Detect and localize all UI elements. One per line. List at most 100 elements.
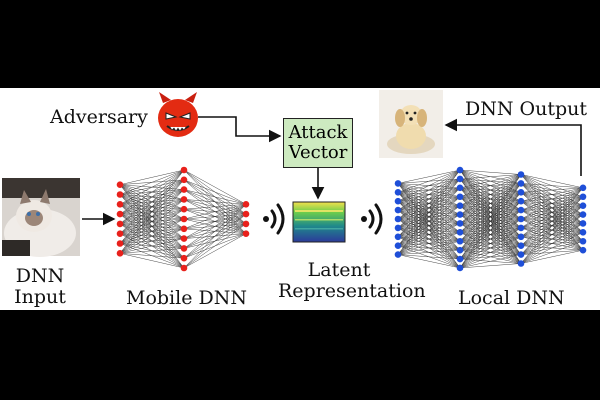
mobile-dnn-edge (119, 169, 185, 205)
local-dnn-node (456, 229, 464, 236)
local-dnn-node (456, 220, 464, 227)
mobile-dnn-node (180, 166, 188, 174)
local-dnn-label: Local DNN (458, 287, 565, 309)
mobile-dnn-edge (183, 204, 247, 220)
local-dnn-node (579, 246, 587, 254)
local-dnn-edge (397, 241, 461, 255)
local-dnn-edge (459, 218, 522, 269)
local-dnn-edge (520, 232, 584, 264)
wireless-signal-icon-left (263, 203, 285, 235)
local-dnn-node (517, 206, 525, 214)
local-dnn-node (517, 224, 525, 232)
mobile-dnn-edge (183, 204, 247, 259)
local-dnn-edge (459, 245, 522, 269)
local-dnn-edge (520, 187, 584, 211)
mobile-dnn-node (180, 176, 188, 184)
mobile-dnn-edge (119, 169, 185, 195)
local-dnn-edge (397, 169, 461, 220)
local-dnn-edge (397, 232, 461, 255)
local-dnn-edge (397, 169, 461, 255)
local-dnn-edge (520, 187, 584, 255)
mobile-dnn-edge (119, 189, 185, 254)
mobile-dnn-node (116, 220, 124, 228)
mobile-dnn-edge (119, 238, 185, 254)
local-dnn-node (456, 246, 464, 254)
mobile-dnn-node (116, 250, 124, 257)
local-dnn-node (517, 215, 525, 223)
local-dnn-edge (397, 169, 461, 211)
local-dnn-node (517, 251, 525, 258)
local-dnn-node (456, 166, 464, 174)
local-dnn-edge (397, 169, 461, 184)
mobile-dnn-edge (183, 204, 247, 269)
mobile-dnn-edge (119, 248, 185, 254)
local-dnn-edge (520, 249, 584, 264)
local-dnn-edge (459, 174, 522, 180)
mobile-dnn-node (116, 230, 124, 237)
local-dnn-node (456, 202, 464, 209)
mobile-dnn-node (116, 201, 124, 208)
local-dnn-edge (397, 169, 461, 229)
mobile-dnn-edge (183, 213, 247, 269)
mobile-dnn-node (180, 215, 188, 223)
local-dnn-node (517, 197, 525, 205)
mobile-dnn-edge (183, 169, 247, 205)
mobile-dnn-node (116, 210, 124, 218)
local-dnn-edge (459, 174, 522, 260)
mobile-dnn-edge (119, 169, 185, 244)
local-dnn-edge (520, 205, 584, 264)
mobile-dnn-edge (183, 199, 247, 205)
local-dnn-edge (520, 187, 584, 229)
mobile-dnn-edge (119, 199, 185, 254)
local-dnn-edge (520, 187, 584, 264)
mobile-dnn-edge (183, 223, 247, 269)
local-dnn-node (394, 251, 402, 258)
local-dnn-node (394, 189, 402, 196)
latent-representation-label: Latent Representation (278, 260, 426, 302)
local-dnn-edge (520, 187, 584, 193)
local-dnn-node (456, 184, 464, 192)
dnn-input-label-line2: Input (14, 286, 66, 308)
dnn-input-label: DNN Input (10, 266, 70, 308)
mobile-dnn-node (116, 240, 124, 247)
local-dnn-node (579, 211, 587, 218)
local-dnn-node (456, 193, 464, 201)
local-dnn-node (456, 237, 464, 245)
local-dnn-edge (459, 227, 522, 269)
latent-label-line2: Representation (278, 280, 426, 302)
local-dnn-node (517, 242, 525, 249)
local-dnn-node (517, 260, 525, 267)
mobile-dnn-edge (119, 218, 185, 254)
local-dnn-node (579, 229, 587, 236)
local-dnn-edge (459, 263, 522, 269)
arrows (82, 116, 582, 226)
mobile-dnn-edge (183, 179, 247, 205)
attack-vector-label-line1: Attack (288, 122, 348, 143)
mobile-dnn-edge (119, 169, 185, 185)
mobile-dnn-node (180, 245, 188, 252)
attack-vector-label-line2: Vector (288, 142, 348, 163)
local-dnn-edge (459, 174, 522, 206)
local-dnn-node (517, 180, 525, 187)
local-dnn-node (579, 193, 587, 201)
local-dnn-node (517, 233, 525, 241)
local-dnn-node (579, 184, 587, 192)
local-dnn-node (517, 189, 525, 196)
local-dnn-node (394, 197, 402, 205)
attack-vector-box: Attack Vector (283, 118, 353, 168)
mobile-dnn-edge (119, 179, 185, 254)
mobile-dnn-edge (119, 209, 185, 254)
mobile-dnn-node (180, 205, 188, 213)
local-dnn-node (394, 206, 402, 214)
local-dnn-edge (459, 174, 522, 269)
local-dnn-edge (459, 236, 522, 269)
mobile-dnn-edge (119, 253, 185, 269)
mobile-dnn-edge (183, 204, 247, 239)
wireless-signal-icon-right (361, 203, 383, 235)
local-dnn-node (579, 202, 587, 209)
mobile-dnn-node (116, 181, 124, 188)
local-dnn-edge (459, 174, 522, 197)
mobile-dnn-edge (183, 204, 247, 210)
local-dnn-edge (397, 187, 461, 255)
local-dnn-edge (397, 178, 461, 255)
